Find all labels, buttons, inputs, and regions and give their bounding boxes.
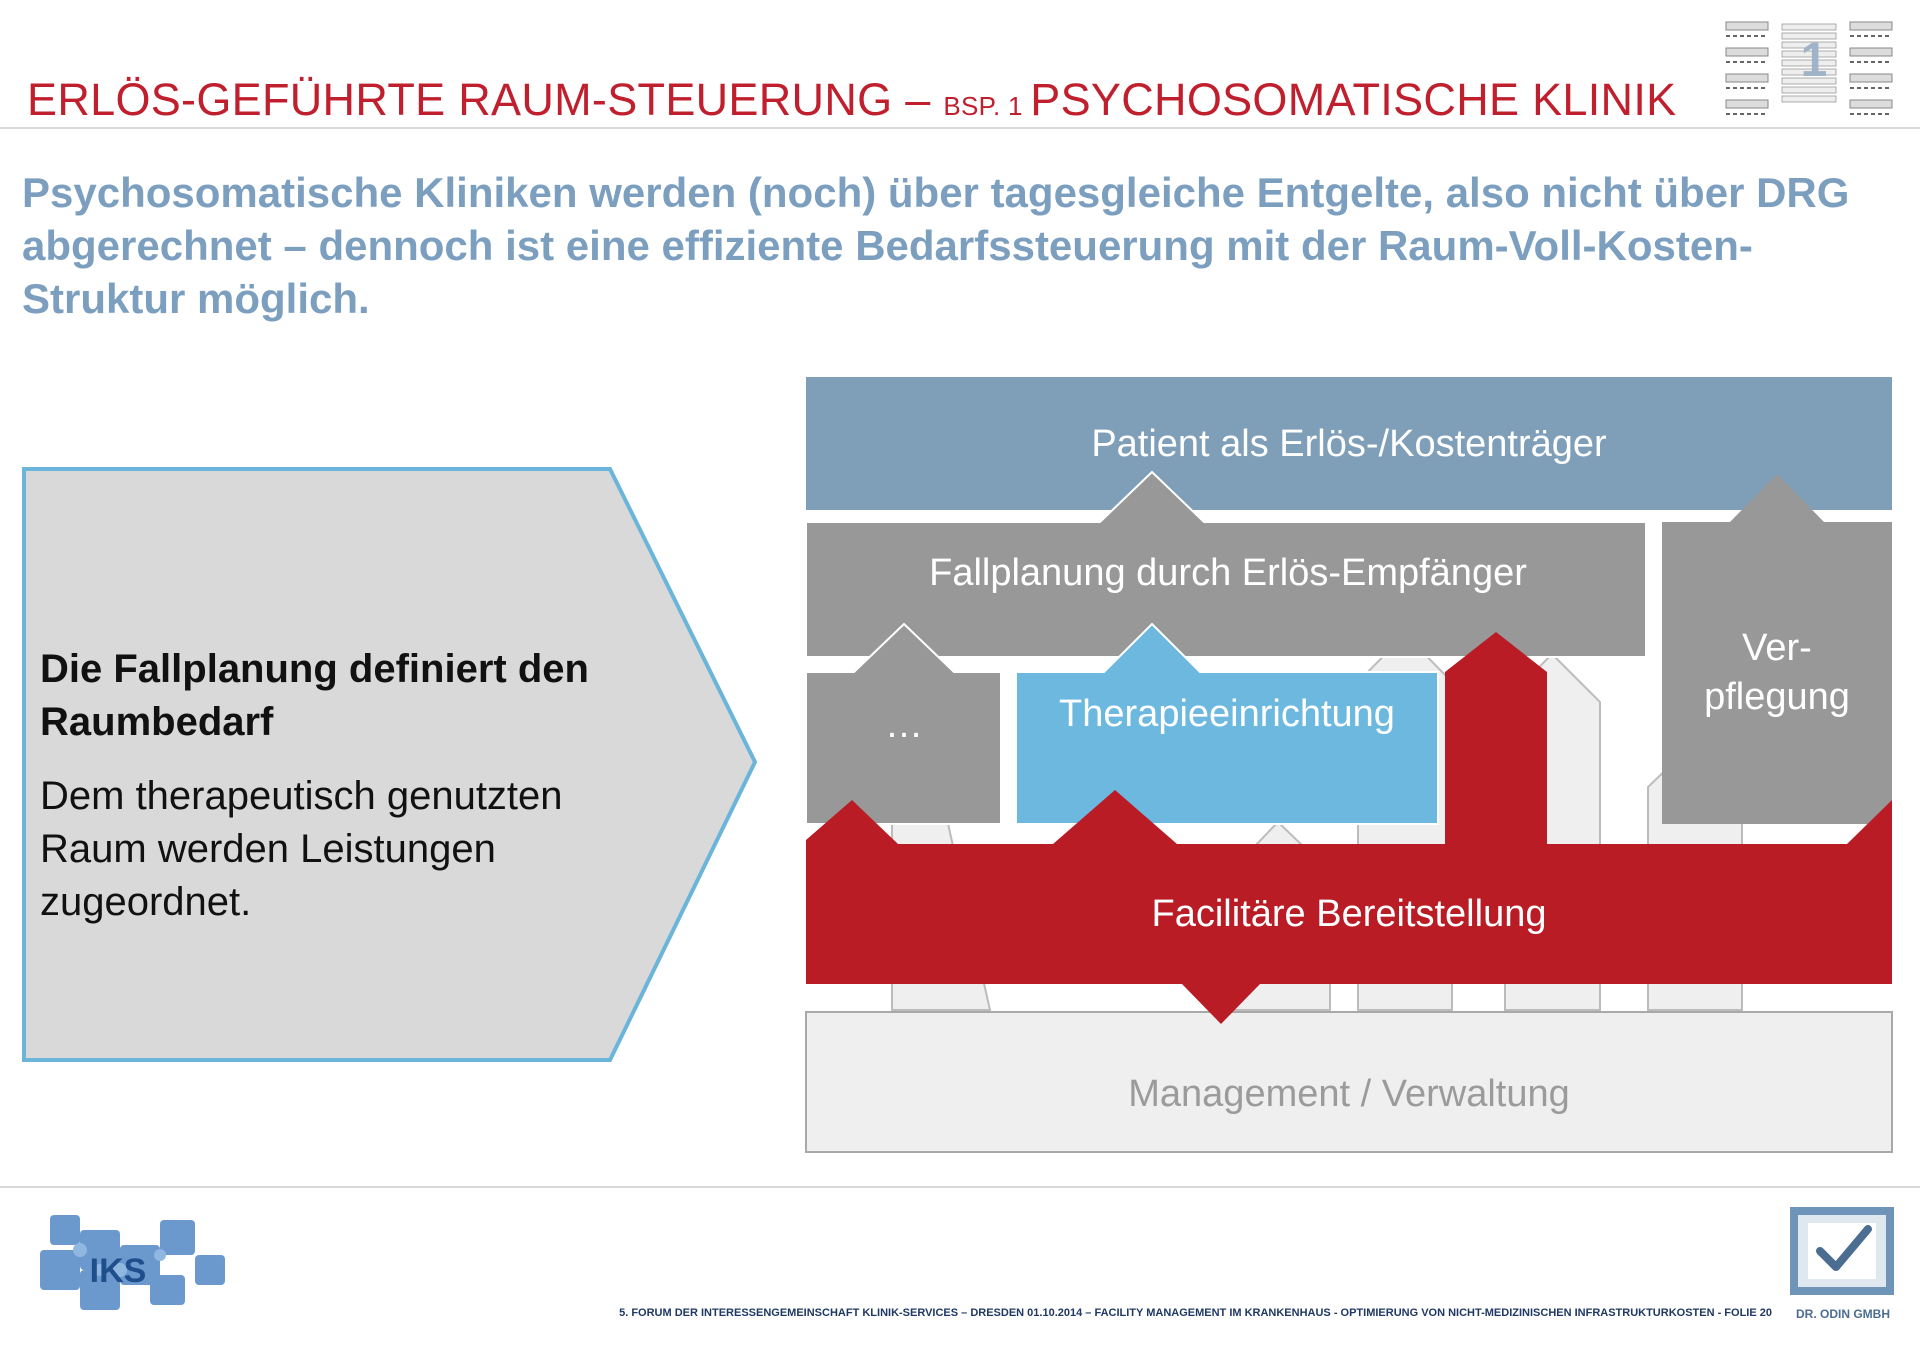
footer-divider xyxy=(0,1186,1920,1188)
iks-puzzle-logo: IKS xyxy=(40,1215,225,1310)
fallplanung-label: Fallplanung durch Erlös-Empfänger xyxy=(929,552,1527,594)
facilitaer-box xyxy=(806,632,1892,1024)
verpflegung-box xyxy=(1662,474,1892,824)
ellipsis-label: … xyxy=(885,704,923,746)
slide-thumbnail: 1 xyxy=(1725,21,1893,115)
odin-label: DR. ODIN GMBH xyxy=(1796,1307,1890,1321)
verpflegung-label-1: Ver- xyxy=(1742,627,1812,669)
iks-logo-text: IKS xyxy=(90,1252,147,1290)
management-label: Management / Verwaltung xyxy=(1128,1073,1570,1115)
thumbnail-number: 1 xyxy=(1801,34,1828,87)
management-box xyxy=(805,1011,1893,1153)
title-small: BSP. 1 xyxy=(943,91,1031,121)
therapie-label: Therapieeinrichtung xyxy=(1059,693,1395,735)
patient-label: Patient als Erlös-/Kostenträger xyxy=(1091,423,1607,465)
verpflegung-label-2: pflegung xyxy=(1704,676,1850,718)
title-divider xyxy=(0,127,1920,129)
callout-arrow-shape xyxy=(22,467,758,1062)
slide-subtitle: Psychosomatische Kliniken werden (noch) … xyxy=(22,169,1850,322)
cost-structure-diagram: Patient als Erlös-/Kostenträger Fallplan… xyxy=(805,377,1893,1153)
title-main: ERLÖS-GEFÜHRTE RAUM-STEUERUNG – xyxy=(27,74,944,125)
slide-title: ERLÖS-GEFÜHRTE RAUM-STEUERUNG – BSP. 1 P… xyxy=(27,74,1676,126)
title-end: PSYCHOSOMATISCHE KLINIK xyxy=(1030,74,1677,125)
patient-box xyxy=(806,377,1892,510)
fallplanung-box xyxy=(805,470,1647,658)
facilitaer-label: Facilitäre Bereitstellung xyxy=(1152,893,1547,935)
callout-body: Dem therapeutisch genutzten Raum werden … xyxy=(40,774,563,924)
callout-heading: Die Fallplanung definiert den Raumbedarf xyxy=(40,647,589,744)
footer-caption: 5. FORUM DER INTERESSENGEMEINSCHAFT KLIN… xyxy=(619,1307,1772,1319)
odin-logo xyxy=(1790,1207,1894,1295)
